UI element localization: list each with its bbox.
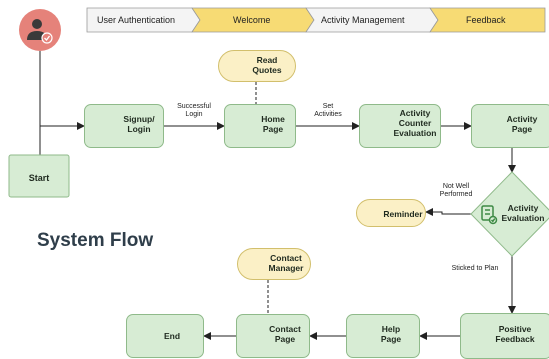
- contact-manager-pill: Contact Manager: [237, 248, 311, 280]
- help-page-label: Help Page: [380, 324, 402, 345]
- activity-page-box: Activity Page: [471, 104, 549, 148]
- edge-label-sticked-to-plan: Sticked to Plan: [451, 265, 499, 272]
- phase-label-feedback: Feedback: [466, 15, 506, 25]
- signup-login-label: Signup/ Login: [123, 114, 155, 135]
- help-page-box: Help Page: [346, 314, 420, 358]
- end-box: End: [126, 314, 204, 358]
- edge-evaluation-to-reminder: [425, 208, 473, 216]
- diagram-title: System Flow: [37, 230, 154, 251]
- contact-page-label: Contact Page: [269, 324, 301, 345]
- connectors: [39, 51, 516, 340]
- end-label: End: [163, 331, 181, 341]
- activity-evaluation-diamond: [470, 171, 549, 257]
- phase-label-activity-management: Activity Management: [321, 15, 405, 25]
- activity-counter-label: Activity Counter Evaluation: [393, 108, 437, 139]
- home-page-label: Home Page: [261, 114, 285, 135]
- contact-manager-label: Contact Manager: [268, 253, 304, 274]
- phase-label-welcome: Welcome: [233, 15, 271, 25]
- signup-login-box: Signup/ Login: [84, 104, 164, 148]
- phase-label-user-authentication: User Authentication: [97, 15, 176, 25]
- home-page-box: Home Page: [224, 104, 296, 148]
- reminder-label: Reminder: [383, 209, 423, 219]
- contact-page-box: Contact Page: [236, 314, 310, 358]
- activity-evaluation-label: Activity Evaluation: [501, 203, 545, 224]
- start-user-icon: [19, 9, 61, 51]
- checklist-icon: [481, 205, 498, 225]
- read-quotes-label: Read Quotes: [252, 55, 282, 76]
- positive-feedback-box: Positive Feedback: [460, 313, 549, 359]
- edge-label-successful-login: Successful Login: [177, 103, 211, 119]
- reminder-pill: Reminder: [356, 199, 426, 227]
- edge-label-set-activities: Set Activities: [314, 103, 342, 119]
- phase-banner: [86, 7, 546, 33]
- edge-label-not-well-performed: Not Well Performed: [439, 183, 473, 199]
- read-quotes-pill: Read Quotes: [218, 50, 296, 82]
- phase-labels: User Authentication Welcome Activity Man…: [87, 8, 545, 32]
- activity-counter-box: Activity Counter Evaluation: [359, 104, 441, 148]
- phase-feedback: [429, 7, 546, 33]
- activity-page-label: Activity Page: [506, 114, 538, 135]
- start-label: Start: [28, 173, 50, 183]
- start-box: [8, 154, 70, 198]
- positive-feedback-label: Positive Feedback: [495, 324, 535, 345]
